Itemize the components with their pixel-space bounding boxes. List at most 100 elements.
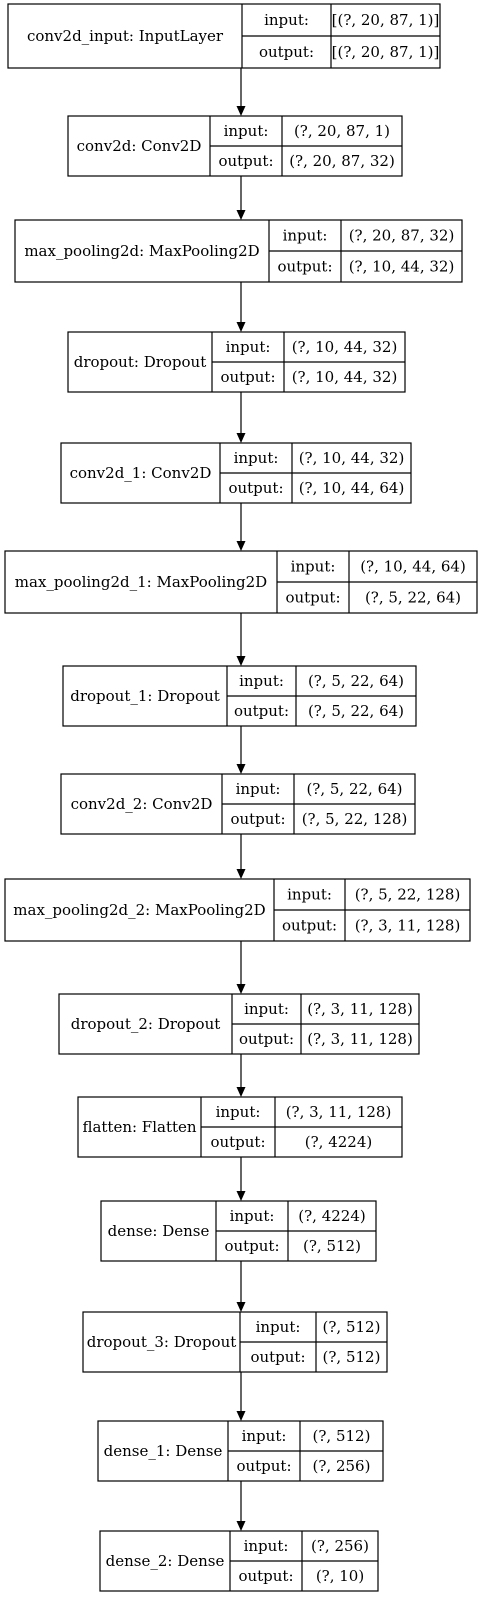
input-shape: (?, 3, 11, 128)	[307, 1000, 413, 1018]
input-shape: (?, 5, 22, 64)	[306, 780, 402, 798]
input-shape: (?, 512)	[313, 1427, 371, 1445]
output-shape: (?, 10, 44, 64)	[299, 479, 405, 497]
flow-arrow	[236, 503, 246, 551]
flow-arrow	[236, 1481, 246, 1531]
output-shape: (?, 20, 87, 32)	[289, 152, 395, 170]
layer-name: dropout_3: Dropout	[87, 1333, 237, 1351]
layer-name: conv2d_1: Conv2D	[70, 464, 212, 482]
input-label: input:	[226, 338, 271, 356]
input-label: input:	[239, 672, 284, 690]
input-label: input:	[242, 1427, 287, 1445]
output-shape: (?, 3, 11, 128)	[307, 1030, 413, 1048]
arrowhead-icon	[236, 210, 246, 220]
input-shape: (?, 512)	[323, 1318, 381, 1336]
arrowhead-icon	[236, 433, 246, 443]
output-label: output:	[228, 479, 283, 497]
output-label: output:	[250, 1348, 305, 1366]
output-shape: (?, 4224)	[305, 1133, 372, 1151]
flow-arrow	[236, 1261, 246, 1312]
output-label: output:	[220, 368, 275, 386]
layer-name: dropout_2: Dropout	[71, 1015, 221, 1033]
output-label: output:	[277, 258, 332, 276]
layer-name: max_pooling2d_2: MaxPooling2D	[13, 901, 265, 919]
layer-node: max_pooling2d_2: MaxPooling2D input: outpu…	[4, 878, 471, 942]
layer-name: dense: Dense	[108, 1222, 210, 1240]
flow-arrow	[236, 392, 246, 443]
input-shape: (?, 5, 22, 128)	[355, 886, 461, 904]
input-shape: (?, 4224)	[298, 1207, 365, 1225]
arrowhead-icon	[236, 322, 246, 332]
arrowhead-icon	[236, 1087, 246, 1097]
layer-node: max_pooling2d_1: MaxPooling2D input: outpu…	[4, 550, 478, 614]
layer-name: conv2d_2: Conv2D	[71, 795, 213, 813]
input-label: input:	[264, 11, 309, 29]
layer-name: dropout: Dropout	[74, 353, 207, 371]
flow-arrow	[236, 1157, 246, 1201]
output-shape: (?, 10)	[316, 1567, 364, 1585]
layer-node: conv2d_input: InputLayer input: output: [(?…	[7, 3, 441, 69]
input-shape: (?, 5, 22, 64)	[308, 672, 404, 690]
arrowhead-icon	[236, 1302, 246, 1312]
input-label: input:	[244, 1537, 289, 1555]
input-label: input:	[216, 1103, 261, 1121]
output-shape: (?, 10, 44, 32)	[349, 258, 455, 276]
input-label: input:	[283, 227, 328, 245]
flow-arrow	[236, 176, 246, 220]
input-shape: (?, 3, 11, 128)	[286, 1103, 392, 1121]
layer-name: dropout_1: Dropout	[70, 687, 220, 705]
layer-node: dropout: Dropout input: output: (?, 10, 44,…	[67, 331, 406, 393]
layer-name: max_pooling2d_1: MaxPooling2D	[15, 573, 267, 591]
output-shape: (?, 512)	[303, 1237, 361, 1255]
arrowhead-icon	[236, 764, 246, 774]
flow-arrow	[236, 613, 246, 666]
input-label: input:	[287, 886, 332, 904]
arrowhead-icon	[236, 1521, 246, 1531]
output-label: output:	[234, 702, 289, 720]
output-shape: (?, 256)	[313, 1457, 371, 1475]
output-label: output:	[282, 917, 337, 935]
arrowhead-icon	[236, 1191, 246, 1201]
output-label: output:	[230, 810, 285, 828]
layer-node: dense_2: Dense input: output: (?, 256) (?, 1…	[99, 1530, 379, 1592]
output-label: output:	[285, 589, 340, 607]
layer-name: conv2d_input: InputLayer	[27, 27, 224, 45]
output-label: output:	[236, 1457, 291, 1475]
layer-name: max_pooling2d: MaxPooling2D	[24, 242, 259, 260]
layer-name: flatten: Flatten	[82, 1118, 196, 1136]
input-label: input:	[230, 1207, 275, 1225]
layer-name: conv2d: Conv2D	[77, 137, 202, 155]
input-shape: (?, 10, 44, 32)	[292, 338, 398, 356]
output-label: output:	[259, 43, 314, 61]
flow-arrow	[236, 834, 246, 879]
output-label: output:	[210, 1133, 265, 1151]
output-shape: (?, 3, 11, 128)	[355, 917, 461, 935]
output-shape: (?, 5, 22, 128)	[302, 810, 408, 828]
output-shape: (?, 5, 22, 64)	[365, 589, 461, 607]
input-shape: (?, 20, 87, 32)	[349, 227, 455, 245]
output-shape: (?, 10, 44, 32)	[292, 368, 398, 386]
layer-node: max_pooling2d: MaxPooling2D input: output:…	[14, 219, 463, 283]
input-shape: (?, 20, 87, 1)	[294, 122, 390, 140]
output-label: output:	[218, 152, 273, 170]
arrowhead-icon	[236, 106, 246, 116]
arrowhead-icon	[236, 656, 246, 666]
input-label: input:	[291, 558, 336, 576]
arrowhead-icon	[236, 869, 246, 879]
layer-node: dropout_1: Dropout input: output: (?, 5, 22…	[62, 665, 417, 727]
output-shape: (?, 5, 22, 64)	[308, 702, 404, 720]
input-shape: (?, 256)	[311, 1537, 369, 1555]
input-label: input:	[236, 780, 281, 798]
output-label: output:	[238, 1567, 293, 1585]
layer-node: flatten: Flatten input: output: (?, 3, 11, …	[77, 1096, 403, 1158]
layer-name: dense_2: Dense	[106, 1552, 225, 1570]
flow-arrow	[236, 1372, 246, 1421]
output-shape: (?, 512)	[323, 1348, 381, 1366]
flow-arrow	[236, 1054, 246, 1097]
output-shape: [(?, 20, 87, 1)]	[332, 43, 440, 61]
